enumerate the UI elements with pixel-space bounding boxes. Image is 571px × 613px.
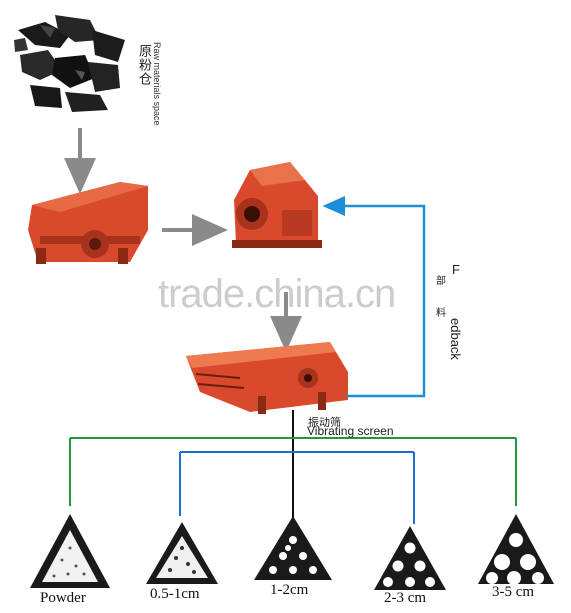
product-label-1-2cm: 1-2cm: [270, 582, 309, 598]
product-label-3-5cm: 3-5 cm: [492, 584, 535, 600]
feedback-loop-line: [322, 196, 426, 398]
feedback-label-top: F: [452, 262, 460, 277]
product-label-0.5-1cm: 0.5-1cm: [150, 586, 200, 602]
vibrating-screen-image: [186, 342, 348, 414]
raw-material-pile-image: [14, 15, 125, 112]
product-pile-3-5cm: [478, 514, 554, 585]
feedback-label-en: edback: [448, 318, 463, 360]
blue-distribution-lines: [179, 451, 415, 524]
vibrating-screen-label-zh: 振动筛: [308, 416, 341, 429]
watermark-text: trade.china.cn: [158, 272, 396, 316]
feedback-label-zh-2: 料: [436, 308, 446, 319]
product-pile-powder: [30, 514, 110, 588]
product-label-powder: Powder: [40, 590, 86, 606]
raw-material-label-zh: 原粉仓: [136, 44, 151, 86]
product-pile-0.5-1cm: [146, 522, 218, 584]
green-distribution-lines: [69, 437, 517, 506]
product-pile-2-3cm: [374, 526, 446, 590]
feedback-label-zh-1: 部: [436, 276, 446, 287]
vibrating-screen-label-en: Vibrating screen: [307, 424, 394, 438]
product-pile-1-2cm: [254, 516, 332, 580]
product-label-2-3cm: 2-3 cm: [384, 590, 427, 606]
hammer-crusher-image: [232, 162, 322, 248]
raw-material-label-en: Raw materials space: [152, 42, 162, 126]
vibrating-feeder-image: [28, 182, 148, 264]
